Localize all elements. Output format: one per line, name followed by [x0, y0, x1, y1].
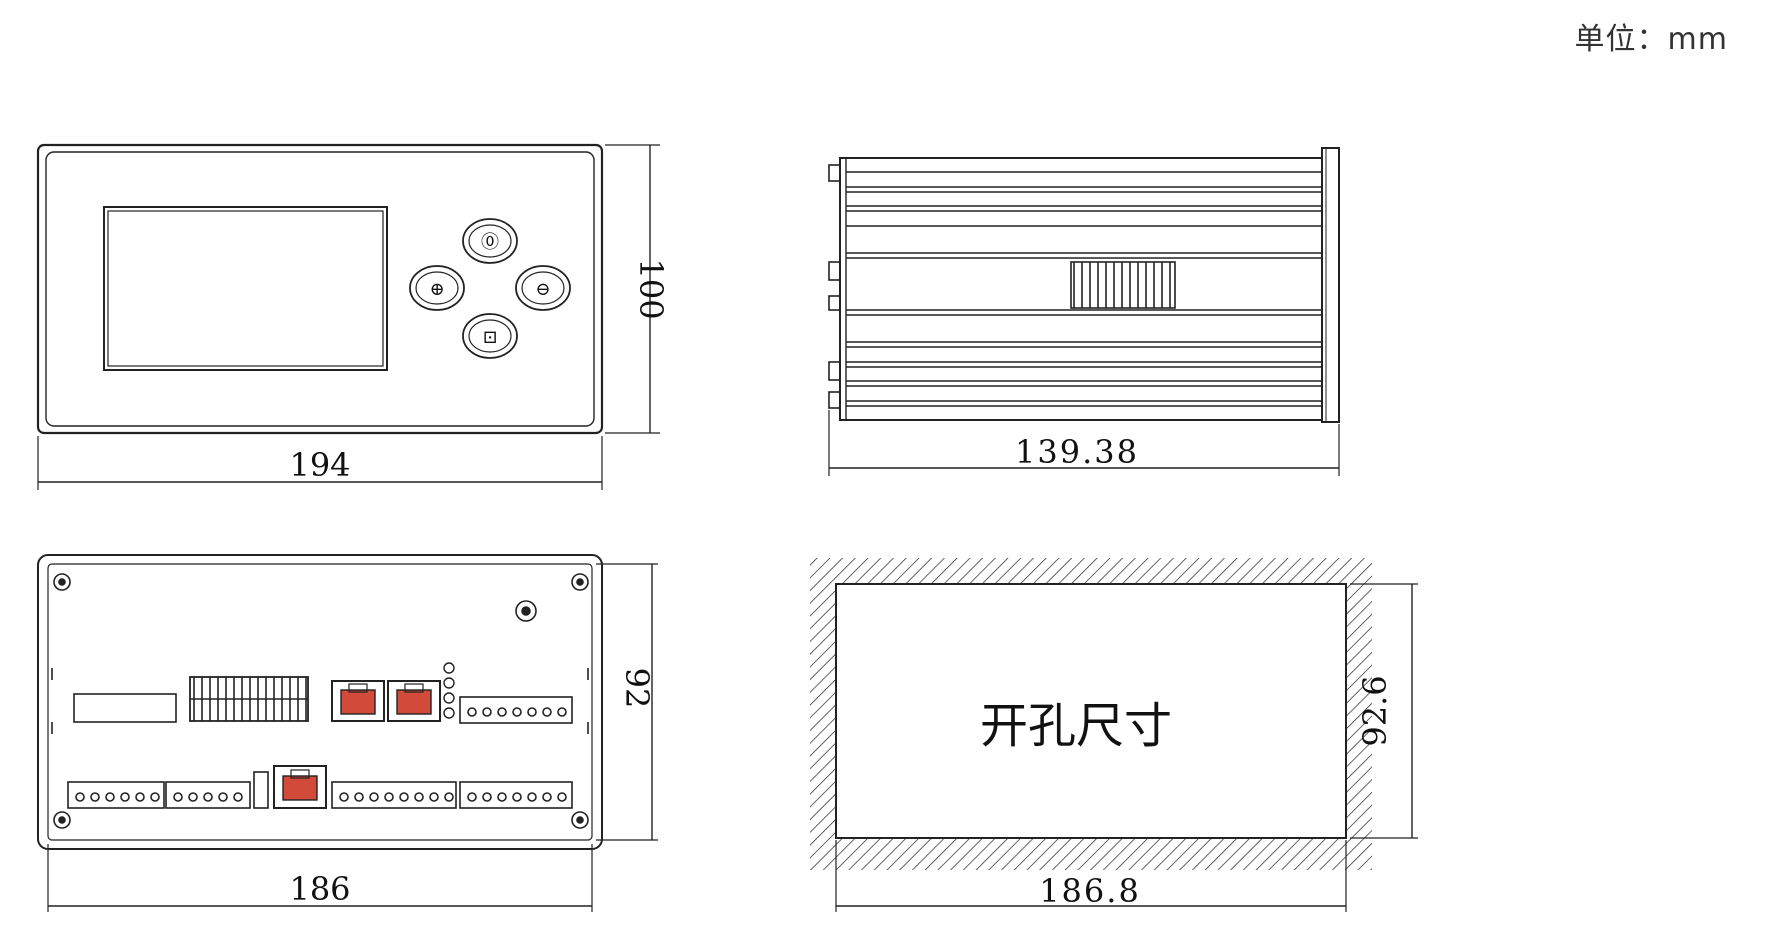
usb-port — [253, 771, 269, 809]
side-view — [828, 147, 1340, 476]
key-up-label: ⓪ — [481, 232, 499, 253]
front-bezel-profile — [1321, 147, 1340, 423]
cutout-width-dim: 186.8 — [1039, 872, 1141, 910]
cutout-view — [810, 558, 1418, 912]
front-height-dim: 100 — [632, 258, 670, 319]
rear-view — [37, 554, 658, 912]
heatsink-fins — [846, 171, 1322, 407]
key-left-icon: ⊕ — [409, 265, 465, 311]
cutout-opening — [835, 583, 1347, 839]
terminal-block-bottom-mid — [165, 781, 251, 809]
terminal-block-bottom-left — [67, 781, 165, 809]
rear-panel-inner — [47, 563, 593, 841]
front-panel-outer — [36, 143, 604, 435]
front-view: ⓪ ⊕ ⊖ ⊡ — [36, 143, 660, 490]
cutout-label: 开孔尺寸 — [980, 698, 1172, 754]
label-window — [73, 693, 177, 723]
cutout-height-dim: 92.6 — [1356, 675, 1394, 746]
rear-height-dim: 92 — [618, 668, 656, 709]
rear-panel-outer — [37, 554, 603, 850]
rear-width-dim: 186 — [289, 870, 350, 908]
key-up-icon: ⓪ — [462, 218, 518, 264]
terminal-block-bottom-right-2 — [459, 781, 573, 809]
key-left-label: ⊕ — [429, 279, 444, 300]
key-right-label: ⊖ — [535, 279, 550, 300]
key-right-icon: ⊖ — [515, 265, 571, 311]
lcd-screen-inner — [107, 210, 384, 367]
rj45-port-1-icon — [331, 680, 385, 722]
key-enter-label: ⊡ — [482, 327, 497, 348]
front-panel-inner — [45, 151, 595, 427]
side-tabs — [51, 668, 589, 734]
rear-terminal-studs — [828, 164, 841, 409]
front-width-dim: 194 — [289, 446, 350, 484]
rj45-port-2-icon — [387, 680, 441, 722]
mounting-clip — [1070, 261, 1176, 309]
lcd-screen-outer — [103, 206, 388, 371]
status-leds — [443, 662, 455, 719]
unit-label: 单位：mm — [1574, 22, 1728, 57]
terminal-block-top-right — [459, 696, 573, 724]
terminal-block-bottom-right-1 — [331, 781, 457, 809]
keypad: ⓪ ⊕ ⊖ ⊡ — [409, 218, 571, 359]
side-length-dim: 139.38 — [1015, 433, 1139, 471]
rear-screws — [53, 573, 589, 829]
key-enter-icon: ⊡ — [462, 313, 518, 359]
rj45-port-3-icon — [273, 765, 327, 809]
